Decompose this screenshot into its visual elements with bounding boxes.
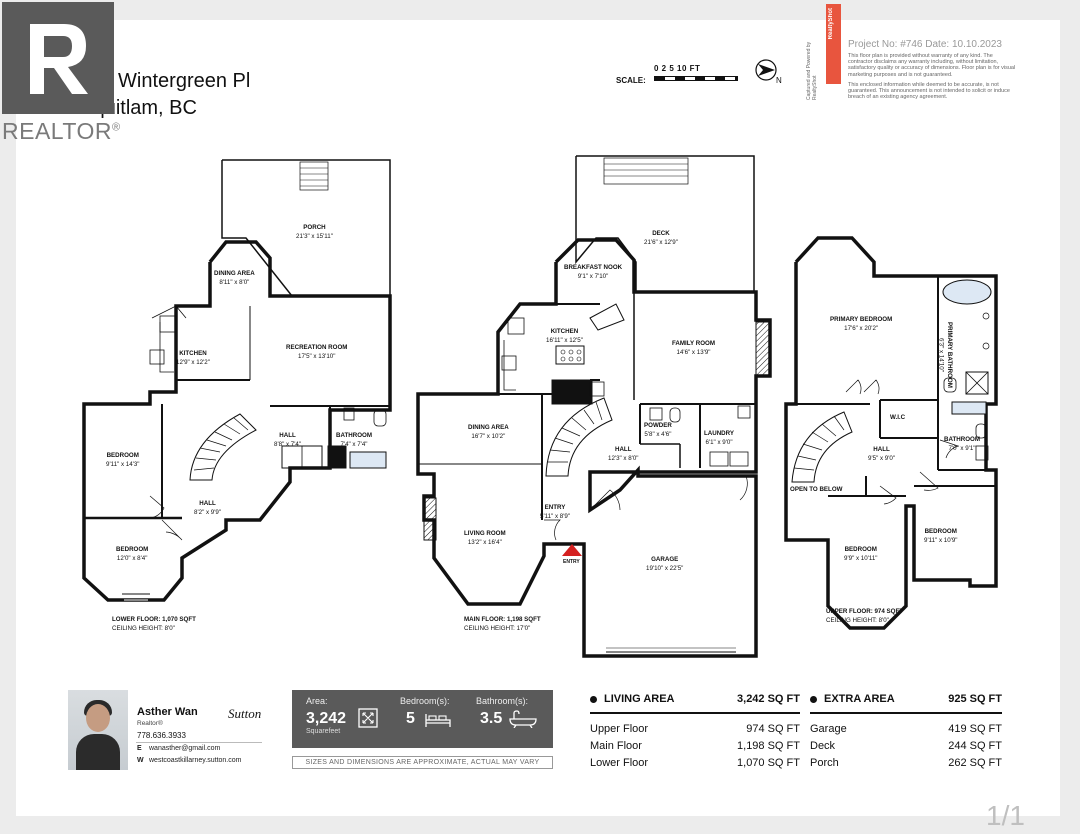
- north-compass: N: [754, 58, 784, 91]
- entry-arrow-icon: [562, 544, 582, 556]
- bathrooms-value: 3.5: [480, 710, 503, 727]
- approximate-note: SIZES AND DIMENSIONS ARE APPROXIMATE, AC…: [292, 756, 553, 769]
- agent-role: Realtor®: [137, 720, 163, 727]
- room-label: OPEN TO BELOW: [790, 486, 843, 493]
- page-number: 1/1: [986, 800, 1025, 831]
- area-sub: Squarefeet: [306, 728, 341, 735]
- bullet-icon: [590, 696, 597, 703]
- area-value: 3,242: [306, 710, 347, 727]
- bathtub-icon: [509, 710, 537, 728]
- disclaimer-p1: This floor plan is provided without warr…: [848, 53, 1016, 78]
- realtyshot-badge: RealtyShot: [826, 4, 841, 84]
- realtor-logo: REALTOR®: [0, 0, 128, 146]
- agent-phone[interactable]: 778.636.3933: [137, 731, 186, 740]
- project-info: Project No: #746 Date: 10.10.2023: [848, 39, 1002, 50]
- north-label: N: [776, 76, 782, 85]
- brokerage-logo: Sutton: [228, 706, 262, 721]
- realtor-wordmark: REALTOR®: [2, 118, 121, 144]
- agent-photo: [68, 690, 128, 770]
- floor-plan-drawing: [82, 155, 998, 658]
- living-area-header: LIVING AREA 3,242 SQ FT: [590, 692, 800, 714]
- floor-plan-sheet: REALTOR® 1568 Wintergreen Pl Coquitlam, …: [2, 2, 1060, 816]
- disclaimer: This floor plan is provided without warr…: [848, 53, 1016, 100]
- realtor-r-icon: [30, 24, 88, 94]
- entry-marker-label: ENTRY: [563, 559, 580, 565]
- agent-divider: [136, 742, 262, 743]
- expand-area-icon: [358, 708, 378, 728]
- bullet-icon: [810, 696, 817, 703]
- compass-icon: [755, 59, 777, 81]
- disclaimer-p2: This enclosed information while deemed t…: [848, 81, 1010, 101]
- bedrooms-label: Bedroom(s):: [400, 696, 450, 706]
- property-stats-bar: Area: 3,242 Squarefeet Bedroom(s): 5 Bat…: [292, 690, 553, 748]
- main-floor-walls: [416, 155, 772, 658]
- lower-floor-walls: [82, 159, 392, 602]
- bathrooms-label: Bathroom(s):: [476, 696, 529, 706]
- realtor-logo-mark: [2, 2, 114, 114]
- scale-bar: [654, 76, 738, 81]
- area-label: Area:: [306, 696, 328, 706]
- scale-numbers: 0 2 5 10 FT: [654, 64, 701, 73]
- upper-floor-walls: [784, 236, 998, 630]
- agent-name: Asther Wan: [137, 706, 198, 718]
- scale-label: SCALE:: [616, 76, 646, 85]
- room-label: W.I.C: [890, 414, 906, 421]
- bed-icon: [425, 714, 451, 727]
- bedrooms-value: 5: [406, 710, 415, 727]
- extra-area-header: EXTRA AREA 925 SQ FT: [810, 692, 1002, 714]
